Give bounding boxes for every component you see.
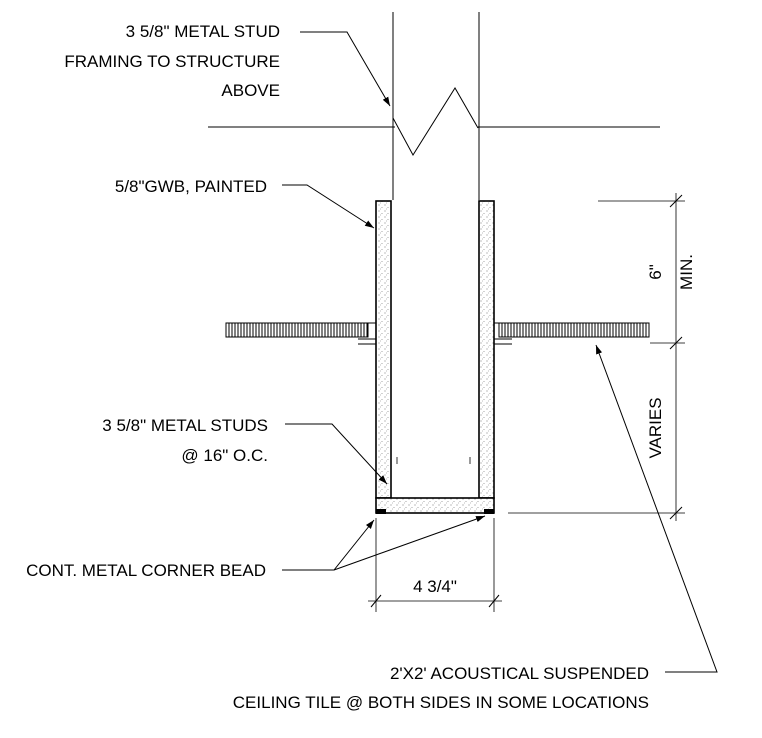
gwb-soffit [375,200,495,514]
vertical-dimension [508,193,685,521]
corner-bead-right [484,509,494,514]
horizontal-dimension [368,518,502,612]
acoustical-ceiling [225,322,650,345]
label-metal-studs-1: 3 5/8" METAL STUDS [102,416,268,435]
dim-min-height: 6" [646,264,665,280]
dim-min-suffix: MIN. [677,254,696,290]
label-ceiling-1: 2'X2' ACOUSTICAL SUSPENDED [390,664,649,683]
label-stud-framing-1: 3 5/8" METAL STUD [126,22,280,41]
leaders [282,31,718,673]
gwb-bottom [375,497,495,514]
label-metal-studs-2: @ 16" O.C. [181,446,268,465]
ceiling-tile-right [498,322,650,338]
dim-varies: VARIES [646,397,665,458]
dim-width: 4 3/4" [413,577,457,596]
label-gwb: 5/8"GWB, PAINTED [115,177,267,196]
label-stud-framing-2: FRAMING TO STRUCTURE [64,52,280,71]
label-ceiling-2: CEILING TILE @ BOTH SIDES IN SOME LOCATI… [233,693,649,712]
label-stud-framing-3: ABOVE [221,81,280,100]
corner-bead-left [376,509,386,514]
label-corner-bead: CONT. METAL CORNER BEAD [26,561,266,580]
gwb-left-leg [375,200,392,499]
stud-framing-above [208,12,660,200]
ceiling-tile-left [225,322,369,338]
gwb-right-leg [478,200,495,499]
